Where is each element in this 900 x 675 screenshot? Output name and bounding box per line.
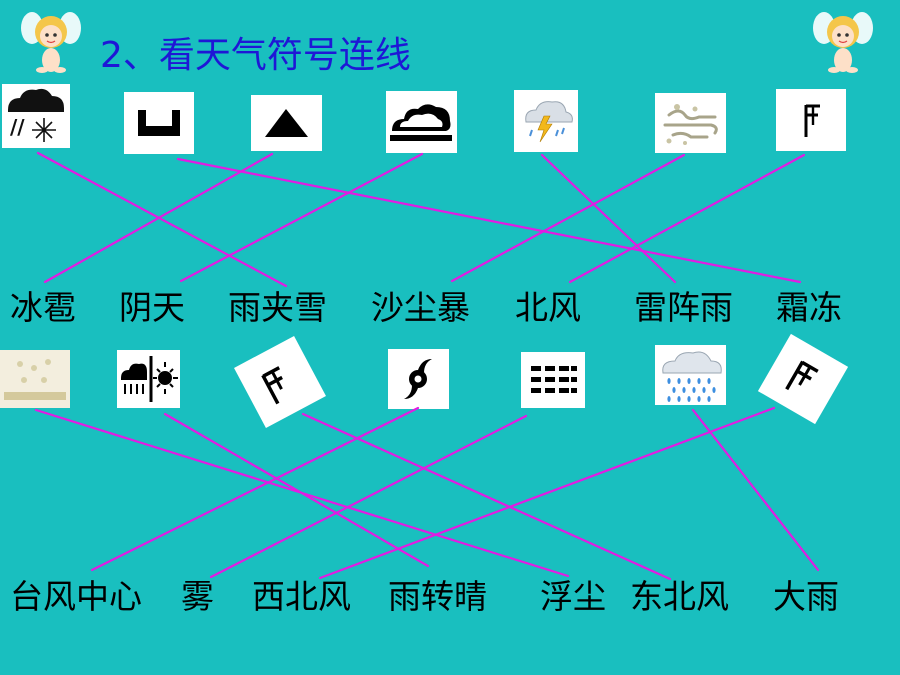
north-wind-icon[interactable]: [776, 89, 846, 151]
connector-north-wind: [568, 153, 806, 284]
floating-dust-icon[interactable]: [0, 350, 70, 408]
connector-rain-to-sunny: [163, 412, 430, 568]
label-fog: 雾: [181, 577, 214, 616]
overcast-icon[interactable]: [124, 92, 194, 154]
label-typhoon-center: 台风中心: [10, 577, 142, 616]
connector-overcast-to-frost: [176, 157, 802, 284]
connector-dust-wind-to-sandstorm: [450, 153, 686, 283]
label-northwest-wind: 西北风: [252, 577, 351, 616]
connector-fog: [209, 414, 528, 579]
connector-northeast-wind: [318, 406, 776, 580]
label-floating-dust: 浮尘: [540, 577, 606, 616]
typhoon-center-icon[interactable]: [388, 349, 449, 409]
label-heavy-rain: 大雨: [773, 577, 839, 616]
northeast-wind-icon[interactable]: [757, 333, 849, 425]
label-sandstorm: 沙尘暴: [371, 288, 470, 327]
rain-to-sunny-icon[interactable]: [117, 350, 180, 408]
label-northeast-wind: 东北风: [630, 577, 729, 616]
fog-icon[interactable]: [521, 352, 585, 408]
dust-wind-icon[interactable]: [655, 93, 726, 153]
connector-northwest-wind: [301, 412, 672, 581]
connector-heavy-rain: [691, 408, 820, 572]
page-title: 2、看天气符号连线: [100, 35, 411, 76]
cloudy-icon[interactable]: [386, 91, 457, 153]
label-thunderstorm: 雷阵雨: [634, 288, 733, 327]
label-frost: 霜冻: [776, 288, 842, 327]
connector-typhoon-center: [90, 406, 420, 572]
connector-sandstorm-to-hail: [43, 152, 274, 284]
connector-hail-to-sleet: [36, 151, 288, 288]
label-north-wind: 北风: [515, 288, 581, 327]
label-hail: 冰雹: [10, 288, 76, 327]
hail-icon[interactable]: //: [2, 84, 70, 148]
label-overcast: 阴天: [119, 288, 185, 327]
label-rain-to-sunny: 雨转晴: [388, 577, 487, 616]
connector-thunderstorm-to-thunderstorm-label: [540, 153, 677, 284]
angel-decoration-left: [20, 4, 82, 76]
heavy-rain-icon[interactable]: [655, 345, 726, 405]
sand-dust-storm-icon[interactable]: [251, 95, 322, 151]
thunderstorm-icon[interactable]: [514, 90, 578, 152]
svg-text://: //: [10, 115, 25, 139]
connector-cloudy-to-overcast: [179, 152, 424, 283]
label-sleet: 雨夹雪: [228, 288, 327, 327]
northwest-wind-icon[interactable]: [234, 336, 326, 428]
connector-floating-dust: [34, 408, 570, 578]
angel-decoration-right: [812, 4, 874, 76]
